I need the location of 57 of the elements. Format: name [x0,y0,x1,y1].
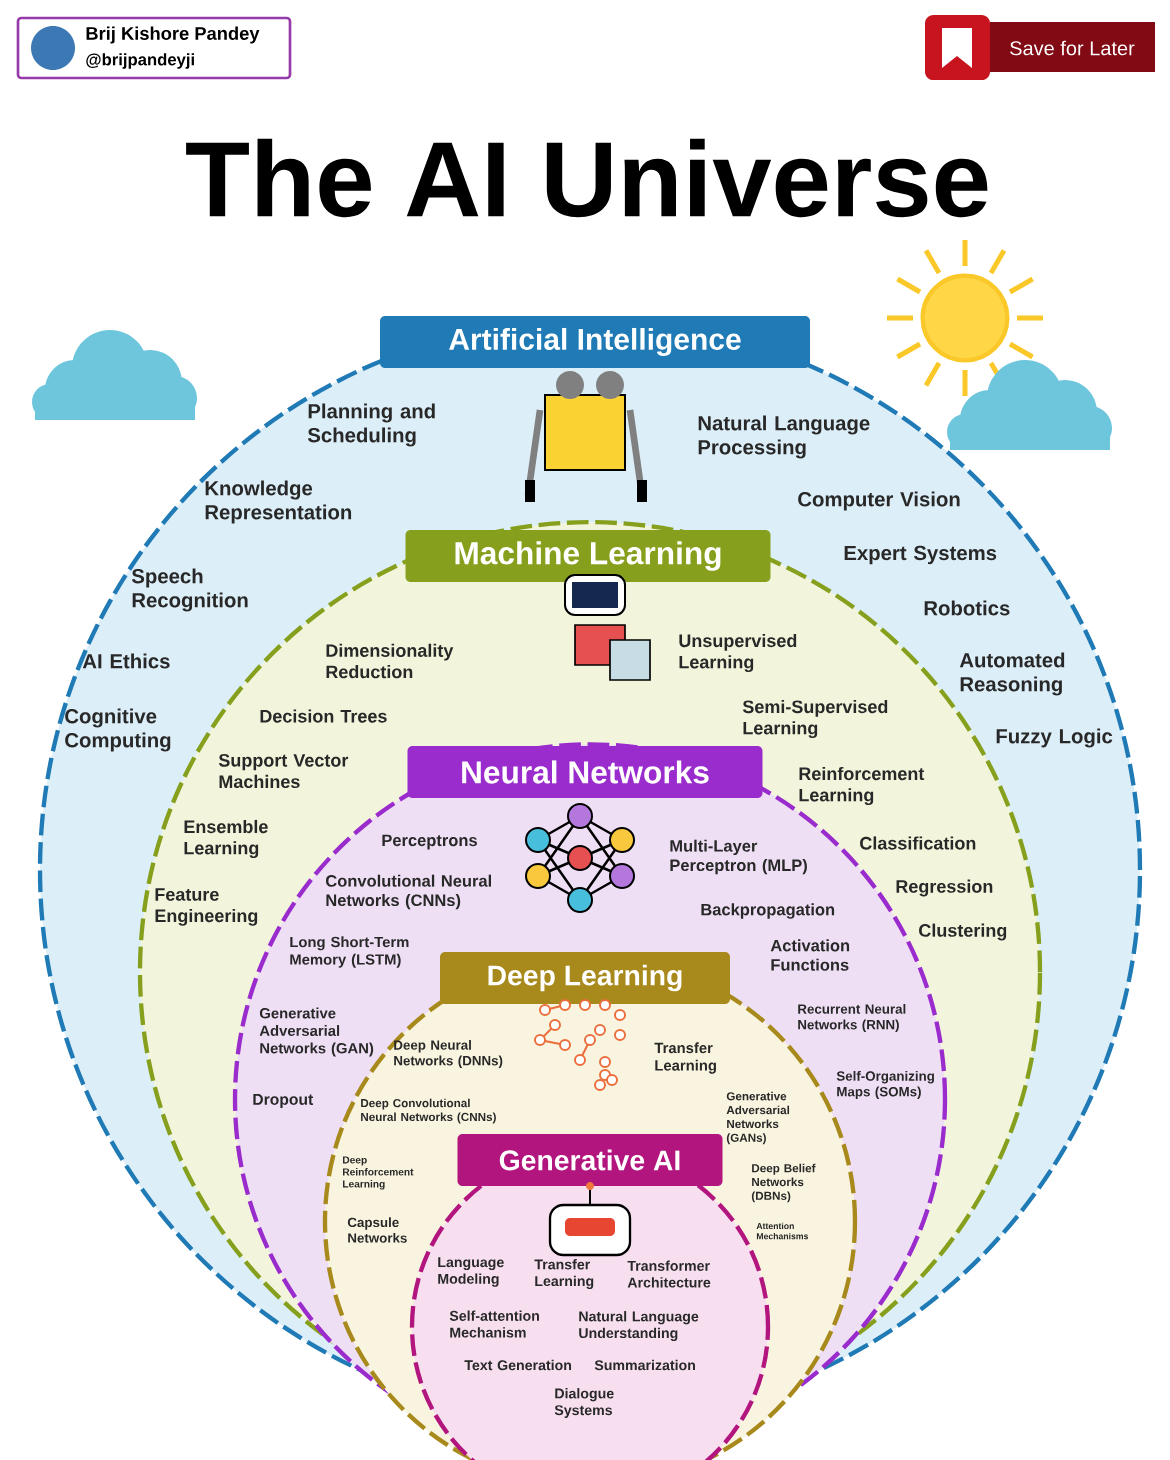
topic-label: Natural Language Understanding [579,1311,699,1341]
topic-label: Planning and Scheduling [307,403,435,447]
topic-label: Unsupervised Learning [679,633,797,673]
topic-label: Computer Vision [798,491,960,511]
topic-label: Dropout [253,1094,314,1108]
topic-label: Text Generation [464,1359,571,1371]
title: The AI Universe [186,138,988,218]
topic-label: Knowledge Representation [205,480,352,524]
topic-label: Natural Language Processing [698,415,870,459]
topic-label: Summarization [594,1359,695,1371]
topic-label: Speech Recognition [131,568,248,612]
topic-label: AI Ethics [82,653,170,669]
save-button: Save for Later [925,15,1155,80]
topic-label: Transformer Architecture [627,1260,711,1288]
topic-label: Reinforcement Learning [799,766,925,806]
banner: Machine Learning [405,530,771,582]
topic-label: Convolutional Neural Networks (CNNs) [326,874,491,910]
author-name: Brij Kishore Pandey [86,26,260,44]
topic-label: Deep Reinforcement Learning [343,1156,414,1190]
banner: Generative AI [457,1134,723,1186]
author-handle: @brijpandeyji [86,53,194,69]
topic-label: Feature Engineering [155,888,258,926]
topic-label: Generative Adversarial Networks (GAN) [259,1007,374,1057]
topic-label: Fuzzy Logic [996,728,1113,748]
banner: Neural Networks [407,746,763,798]
topic-label: Self-Organizing Maps (SOMs) [836,1070,934,1100]
topic-label: Clustering [919,923,1007,941]
topic-label: Activation Functions [770,939,850,971]
topic-label: Regression [896,879,993,897]
topic-label: Multi-Layer Perceptron (MLP) [670,839,807,875]
topic-label: Dimensionality Reduction [326,643,454,679]
topic-label: Support Vector Machines [218,753,349,789]
topic-label: Automated Reasoning [959,652,1065,696]
topic-label: Perceptrons [382,834,477,850]
topic-label: Long Short-Term Memory (LSTM) [290,936,409,968]
topic-label: Recurrent Neural Networks (RNN) [798,1003,906,1033]
topic-label: Deep Belief Networks (DBNs) [751,1163,816,1203]
topic-label: Language Modeling [438,1257,504,1287]
topic-label: Expert Systems [844,545,997,565]
topic-label: Backpropagation [701,903,835,919]
topic-label: Dialogue Systems [554,1388,614,1418]
topic-label: Deep Neural Networks (DNNs) [394,1039,503,1069]
topic-label: Attention Mechanisms [756,1222,808,1240]
topic-label: Deep Convolutional Neural Networks (CNNs) [361,1098,496,1124]
topic-label: Semi-Supervised Learning [742,699,888,739]
topic-label: Transfer Learning [654,1042,716,1074]
topic-label: Generative Adversarial Networks (GANs) [726,1091,790,1145]
banner: Artificial Intelligence [380,316,810,368]
banner: Deep Learning [440,952,730,1004]
topic-label: Capsule Networks [347,1217,407,1243]
topic-label: Ensemble Learning [184,819,268,859]
topic-label: Cognitive Computing [65,708,171,752]
topic-label: Robotics [924,600,1010,616]
topic-label: Decision Trees [260,709,387,723]
topic-label: Classification [860,836,976,850]
topic-label: Self-attention Mechanism [449,1310,539,1338]
topic-label: Transfer Learning [534,1259,594,1289]
